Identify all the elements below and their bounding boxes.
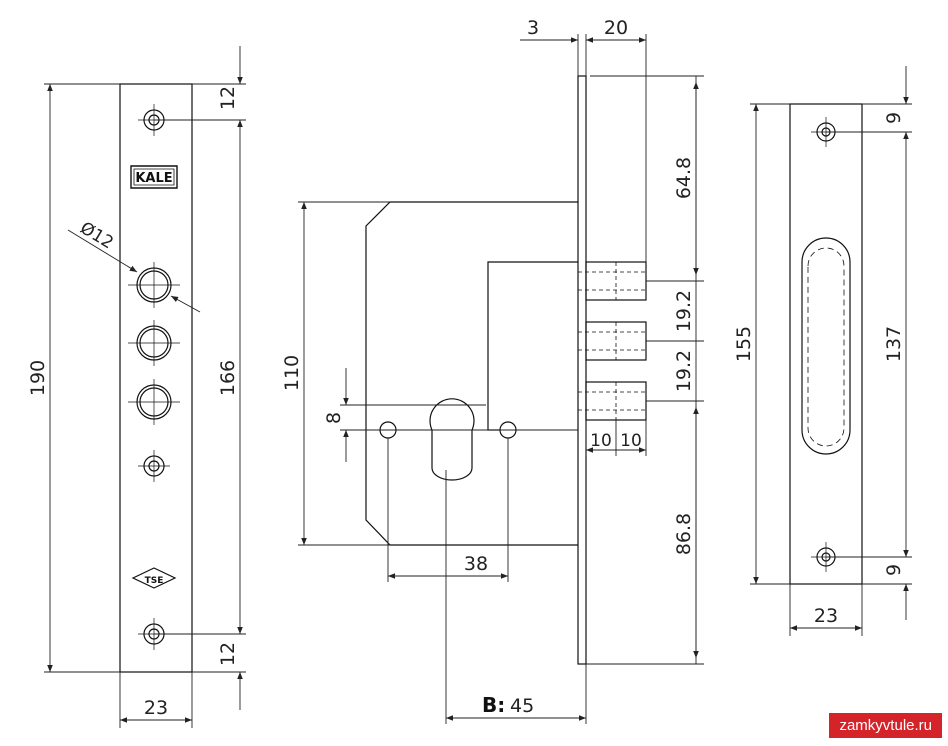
bolt-projection: 20 <box>604 17 628 39</box>
middle-body-outline <box>365 201 578 546</box>
backset-label: B: <box>482 693 505 717</box>
left-cylinder-hole-1 <box>128 262 180 308</box>
bolt-width-1: 10 <box>590 431 612 451</box>
left-bottom-offset: 12 <box>217 642 239 666</box>
tse-logo-text: TSE <box>145 576 164 586</box>
top-to-bolt: 64.8 <box>673 157 695 199</box>
left-width: 23 <box>144 697 168 719</box>
left-overall-height: 190 <box>27 360 49 396</box>
backset-value: 45 <box>510 695 534 717</box>
left-faceplate-outline <box>119 83 193 673</box>
bolt-3 <box>585 381 647 421</box>
kale-logo <box>130 165 178 189</box>
right-overall-height: 155 <box>733 326 755 362</box>
centre-distance: 38 <box>464 553 488 575</box>
left-dimension-lines <box>44 46 246 728</box>
left-latch-hole <box>138 450 170 482</box>
faceplate-thickness: 3 <box>527 17 539 39</box>
left-cylinder-hole-3 <box>128 379 180 425</box>
bolt-pitch-2: 19.2 <box>673 350 695 392</box>
bolt-2 <box>585 321 647 361</box>
left-top-offset: 12 <box>217 86 239 110</box>
strike-slot-inner <box>807 247 845 447</box>
right-width: 23 <box>814 605 838 627</box>
right-dimension-lines <box>750 66 912 636</box>
left-diameter: Ø12 <box>76 218 116 253</box>
middle-faceplate <box>577 75 587 665</box>
right-bottom-offset: 9 <box>883 564 905 576</box>
body-height: 110 <box>281 355 303 391</box>
left-hole-span: 166 <box>217 360 239 396</box>
middle-dimension-lines <box>298 34 704 724</box>
kale-logo-text: KALE <box>135 171 172 186</box>
cylinder-cutout <box>429 398 475 481</box>
bottom-to-bolt: 86.8 <box>673 513 695 555</box>
bolt-hidden-lines <box>578 262 646 420</box>
left-cylinder-hole-2 <box>128 320 180 366</box>
bolt-width-2: 10 <box>620 431 642 451</box>
right-hole-span: 137 <box>883 326 905 362</box>
watermark-link[interactable]: zamkyvtule.ru <box>829 713 942 738</box>
left-faceplate-view <box>119 83 193 673</box>
right-top-offset: 9 <box>883 112 905 124</box>
middle-inner-step <box>487 261 578 431</box>
spindle-offset: 8 <box>323 412 345 424</box>
bolt-1 <box>585 261 647 301</box>
right-strike-plate-view <box>789 103 863 585</box>
bolt-pitch-1: 19.2 <box>673 290 695 332</box>
tse-logo <box>131 567 177 589</box>
right-plate-outline <box>789 103 863 585</box>
strike-slot <box>801 237 851 455</box>
